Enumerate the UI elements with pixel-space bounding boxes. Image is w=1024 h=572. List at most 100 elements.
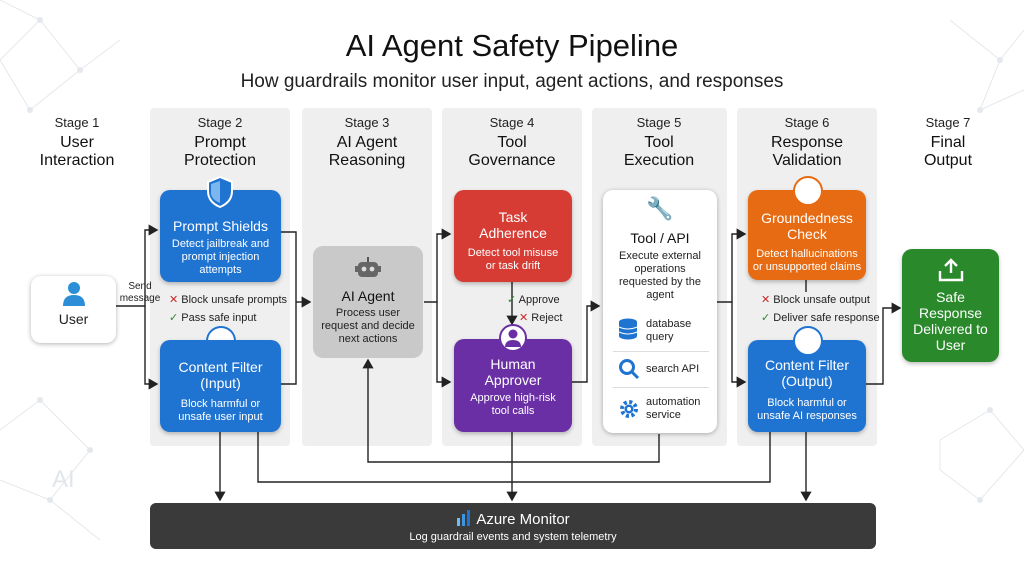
stage-name: Protection [183, 152, 257, 169]
content-filter-output-title: Content Filter [764, 357, 850, 373]
groundedness-desc: or unsupported claims [752, 261, 862, 273]
search-icon [619, 359, 640, 380]
page-subtitle: How guardrails monitor user input, agent… [240, 71, 784, 92]
final-output-text: Safe [936, 289, 965, 305]
tool-api-desc: operations [634, 263, 686, 275]
ai-agent-desc: Process user [335, 307, 401, 319]
stage-name: Final [930, 134, 966, 151]
stage-number: Stage 3 [344, 115, 390, 130]
prompt-block-label: Block unsafe prompts [181, 294, 288, 306]
tool-api-desc: Execute external [619, 250, 701, 262]
azure-monitor-desc: Log guardrail events and system telemetr… [409, 531, 617, 543]
stage-number: Stage 5 [636, 115, 682, 130]
reject-check: ✕ Reject [519, 311, 579, 324]
final-output-text: Delivered to [913, 321, 988, 337]
content-filter-input-card[interactable]: Content Filter (Input) Block harmful or … [160, 340, 281, 432]
stage-3-header: Stage 3 AI Agent Reasoning [307, 115, 427, 170]
output-pass-check: ✓ Deliver safe response [761, 311, 881, 324]
content-filter-output-desc: Block harmful or [767, 397, 847, 409]
azure-monitor-title: Azure Monitor [476, 511, 570, 528]
tool-label: query [646, 331, 674, 343]
database-icon [618, 318, 638, 340]
bar-chart-icon [457, 510, 471, 526]
task-adherence-desc: Detect tool misuse [467, 247, 559, 259]
content-filter-input-desc: unsafe user input [178, 411, 263, 423]
reject-label: Reject [531, 312, 563, 324]
send-message-label: Send message [118, 281, 162, 305]
user-card[interactable]: User [31, 276, 116, 343]
human-approver-title: Approver [484, 372, 542, 388]
human-approver-desc: tool calls [491, 405, 535, 417]
stage-2-header: Stage 2 Prompt Protection [160, 115, 280, 170]
check-icon: ✓ [169, 312, 179, 324]
human-approver-title: Human [490, 356, 536, 372]
stage-name: Reasoning [328, 152, 406, 169]
tool-label: automation [646, 396, 701, 408]
content-filter-output-title: (Output) [781, 373, 833, 389]
approve-check: ✓ Approve [507, 293, 577, 306]
azure-monitor-heading: Azure Monitor [150, 510, 876, 528]
tool-api-card[interactable]: 🔧 Tool / API Execute external operations… [603, 190, 717, 433]
shield-icon [207, 176, 233, 208]
filter-node-icon [793, 326, 823, 356]
cross-icon: ✕ [519, 312, 529, 324]
robot-icon [355, 257, 381, 277]
output-block-label: Block unsafe output [773, 294, 870, 306]
user-label: User [58, 311, 89, 327]
gear-icon [620, 400, 638, 418]
tool-item-search[interactable]: search API [614, 358, 714, 380]
person-icon [499, 324, 527, 352]
stage-number: Stage 4 [489, 115, 535, 130]
prompt-block-check: ✕ Block unsafe prompts [169, 293, 299, 306]
output-pass-label: Deliver safe response [773, 312, 880, 324]
groundedness-desc: Detect hallucinations [756, 248, 858, 260]
prompt-shields-title: Prompt Shields [173, 218, 268, 234]
stage-name: Validation [772, 152, 842, 169]
prompt-pass-check: ✓ Pass safe input [169, 311, 299, 324]
prompt-shields-desc: Detect jailbreak and [171, 238, 270, 250]
stage-number: Stage 7 [925, 115, 971, 130]
content-filter-input-desc: Block harmful or [180, 398, 261, 410]
tool-label: service [646, 409, 681, 421]
stage-name: Governance [468, 152, 556, 169]
final-output-card[interactable]: Safe Response Delivered to User [902, 249, 999, 362]
stage-4-header: Stage 4 Tool Governance [452, 115, 572, 170]
tool-label: search API [646, 363, 700, 375]
check-icon: ✓ [507, 294, 517, 306]
task-adherence-card[interactable]: Task Adherence Detect tool misuse or tas… [454, 190, 572, 282]
ai-agent-desc: request and decide [321, 320, 415, 332]
stage-name: Response [770, 134, 844, 151]
user-icon [63, 282, 85, 306]
tool-api-title: Tool / API [630, 230, 690, 246]
azure-monitor-bar[interactable]: Azure Monitor Log guardrail events and s… [150, 503, 876, 549]
final-output-text: User [935, 337, 966, 353]
prompt-shields-desc: attempts [199, 264, 242, 276]
tool-label: database [646, 318, 692, 330]
stage-number: Stage 1 [54, 115, 100, 130]
ai-agent-card[interactable]: AI Agent Process user request and decide… [313, 246, 423, 358]
send-label-line: message [119, 293, 161, 304]
tool-api-desc: agent [646, 289, 674, 301]
groundedness-title: Check [787, 226, 827, 242]
approve-label: Approve [518, 294, 560, 306]
content-filter-output-desc: unsafe AI responses [757, 410, 857, 422]
stage-name: Tool [497, 134, 527, 151]
stage-6-header: Stage 6 Response Validation [747, 115, 867, 170]
watermark-text: AI [52, 466, 75, 493]
ai-agent-title: AI Agent [341, 288, 395, 304]
cross-icon: ✕ [169, 294, 179, 306]
stage-number: Stage 2 [197, 115, 243, 130]
content-filter-input-title: Content Filter [178, 359, 263, 375]
human-approver-card[interactable]: Human Approver Approve high-risk tool ca… [454, 339, 572, 432]
stage-1-header: Stage 1 User Interaction [17, 115, 137, 170]
stage-name: Interaction [39, 152, 115, 169]
final-output-text: Response [918, 305, 983, 321]
tool-api-desc: requested by the [619, 276, 701, 288]
stage-name: User [60, 134, 94, 151]
stage-name: Execution [623, 152, 695, 169]
stage-name: Output [923, 152, 973, 169]
check-icon: ✓ [761, 312, 771, 324]
stage-number: Stage 6 [784, 115, 830, 130]
